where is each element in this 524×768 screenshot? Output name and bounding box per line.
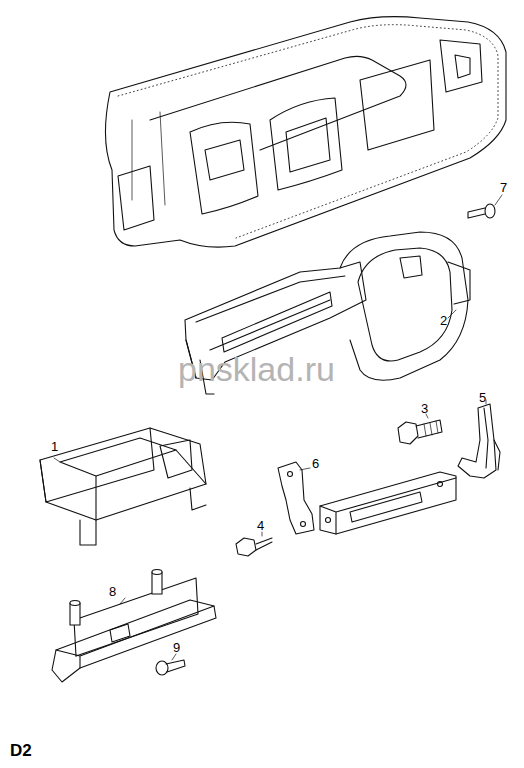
bracket-6 — [278, 462, 314, 534]
callout-number: 1 — [51, 440, 58, 453]
callout-number: 9 — [173, 641, 180, 654]
panel-8 — [52, 570, 216, 683]
screw-9 — [156, 654, 185, 675]
callout-number: 6 — [312, 457, 319, 470]
watermark: pnsklad.ru — [178, 352, 335, 386]
callout-number: 5 — [479, 391, 486, 404]
callout-number: 4 — [257, 519, 264, 532]
bolt-3 — [398, 414, 442, 444]
callout-number: 8 — [109, 585, 116, 598]
callout-number: 7 — [500, 181, 507, 194]
callout-number: 3 — [421, 402, 428, 415]
dashboard — [105, 17, 506, 247]
screw-4 — [236, 532, 272, 556]
callout-number: 2 — [440, 314, 447, 327]
figure-code: D2 — [10, 742, 32, 759]
support-rail — [320, 472, 456, 534]
screw-7 — [468, 195, 502, 218]
tray-1 — [40, 428, 206, 545]
bracket-5 — [458, 400, 500, 478]
